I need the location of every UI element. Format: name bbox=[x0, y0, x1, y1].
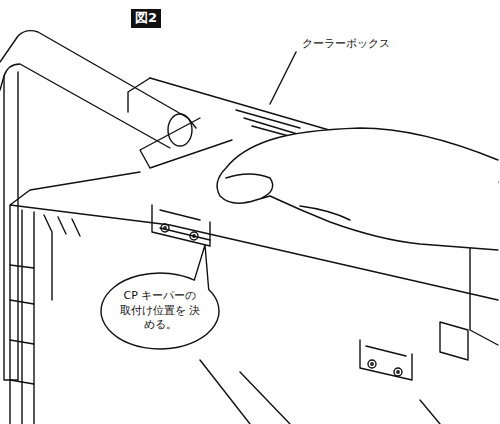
bracket-edge bbox=[160, 228, 210, 240]
leader-line bbox=[270, 52, 296, 104]
front-left-bands bbox=[22, 210, 34, 424]
side-latch bbox=[440, 322, 468, 360]
handle-leg bbox=[4, 72, 18, 380]
latch-lines bbox=[10, 265, 34, 384]
handle-bar bbox=[0, 31, 196, 148]
figure-title: 図2 bbox=[131, 9, 161, 28]
part-label: クーラーボックス bbox=[300, 36, 392, 51]
cp-keeper-bracket bbox=[360, 340, 412, 380]
handle-grip bbox=[140, 118, 232, 168]
speech-bubble: CP キーパーの 取付け位置を 決める。 bbox=[100, 272, 220, 350]
hand bbox=[217, 128, 498, 250]
thumb bbox=[226, 174, 273, 198]
cp-keeper-bracket bbox=[152, 205, 210, 246]
handle-pivot bbox=[168, 114, 192, 146]
finger-crease bbox=[300, 206, 350, 220]
bubble-shape bbox=[101, 245, 219, 349]
body-ribs bbox=[44, 215, 440, 424]
bubble-text: CP キーパーの 取付け位置を 決める。 bbox=[118, 289, 202, 334]
